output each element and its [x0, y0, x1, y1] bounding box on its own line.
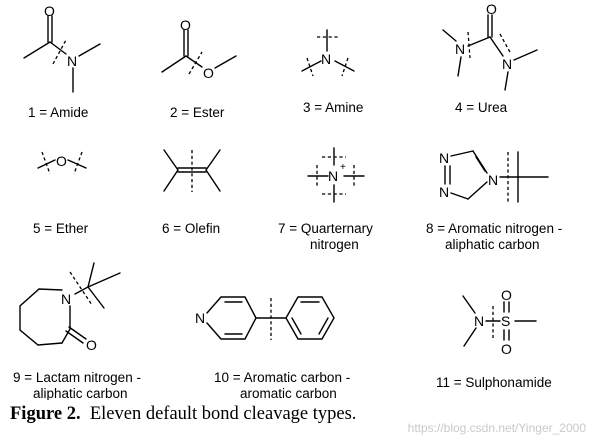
caption-text: Eleven default bond cleavage types. — [89, 404, 357, 424]
charge-plus: + — [340, 162, 346, 173]
cleavage-mark — [306, 57, 314, 77]
structure-phenylpyridine: N 10 = Aromatic carbon - aromatic carbon — [195, 296, 350, 400]
label-quaternary-line1: 7 = Quarternary — [278, 221, 373, 236]
atom-o: O — [486, 1, 497, 17]
cleavage-mark — [188, 51, 203, 75]
atom-n: N — [328, 168, 338, 184]
label-ester: 2 = Ester — [170, 105, 225, 120]
atom-n: N — [439, 184, 449, 200]
atom-o: O — [203, 65, 214, 81]
cleavage-mark — [341, 57, 349, 77]
cleavage-mark — [69, 271, 93, 306]
label-lactam-line1: 9 = Lactam nitrogen - — [13, 370, 141, 385]
atom-o: O — [180, 17, 191, 33]
label-amine: 3 = Amine — [303, 100, 363, 115]
label-arom-c-line1: 10 = Aromatic carbon - — [214, 370, 350, 385]
atom-o: O — [56, 153, 67, 169]
atom-n: N — [502, 56, 512, 72]
watermark-url: https://blog.csdn.net/Yinger_2000 — [407, 421, 586, 435]
atom-n: N — [455, 41, 465, 57]
atom-o: O — [44, 3, 55, 19]
structure-amine: N 3 = Amine — [301, 29, 363, 115]
cleavage-mark — [499, 33, 512, 55]
atom-n: N — [488, 172, 498, 188]
atom-o: O — [501, 287, 512, 303]
atom-n: N — [195, 310, 205, 326]
label-urea: 4 = Urea — [455, 100, 508, 115]
label-quaternary-line2: nitrogen — [310, 237, 359, 252]
cleavage-mark — [73, 151, 83, 175]
figure-bond-cleavage-types: O N 1 = Amide O O 2 = Ester N 3 = Amine … — [13, 1, 562, 400]
atom-n: N — [61, 291, 71, 307]
figure-caption: Figure 2. Eleven default bond cleavage t… — [10, 404, 356, 425]
label-arom-n-line1: 8 = Aromatic nitrogen - — [426, 221, 562, 236]
structure-amide: O N 1 = Amide — [23, 3, 101, 120]
cleavage-mark — [52, 39, 67, 65]
label-amide: 1 = Amide — [28, 105, 88, 120]
label-olefin: 6 = Olefin — [162, 221, 220, 236]
atom-n: N — [439, 150, 449, 166]
atom-n: N — [474, 313, 484, 329]
atom-o: O — [501, 341, 512, 357]
atom-o: O — [86, 337, 97, 353]
structure-quaternary-nitrogen: N + 7 = Quarternary nitrogen — [278, 147, 373, 252]
structure-olefin: 6 = Olefin — [162, 149, 221, 236]
label-arom-c-line2: aromatic carbon — [240, 386, 337, 400]
cleavage-mark — [467, 31, 471, 59]
structure-triazole-tbutyl: N N N 8 = Aromatic nitrogen - aliphatic … — [426, 150, 562, 252]
label-ether: 5 = Ether — [33, 221, 89, 236]
structure-sulphonamide: N S O O 11 = Sulphonamide — [436, 287, 552, 390]
figure-number: Figure 2. — [10, 404, 81, 424]
structure-ether: O 5 = Ether — [33, 151, 89, 236]
label-arom-n-line2: aliphatic carbon — [445, 237, 540, 252]
structure-ester: O O 2 = Ester — [161, 17, 237, 120]
cleavage-mark — [41, 151, 51, 175]
label-sulphonamide: 11 = Sulphonamide — [436, 375, 552, 390]
label-lactam-line2: aliphatic carbon — [33, 386, 128, 400]
atom-n: N — [67, 53, 77, 69]
atom-s: S — [501, 313, 510, 329]
structure-urea: N O N 4 = Urea — [442, 1, 538, 115]
structure-lactam: N O 9 = Lactam nitrogen - aliphatic carb… — [13, 262, 141, 400]
atom-n: N — [321, 51, 331, 67]
